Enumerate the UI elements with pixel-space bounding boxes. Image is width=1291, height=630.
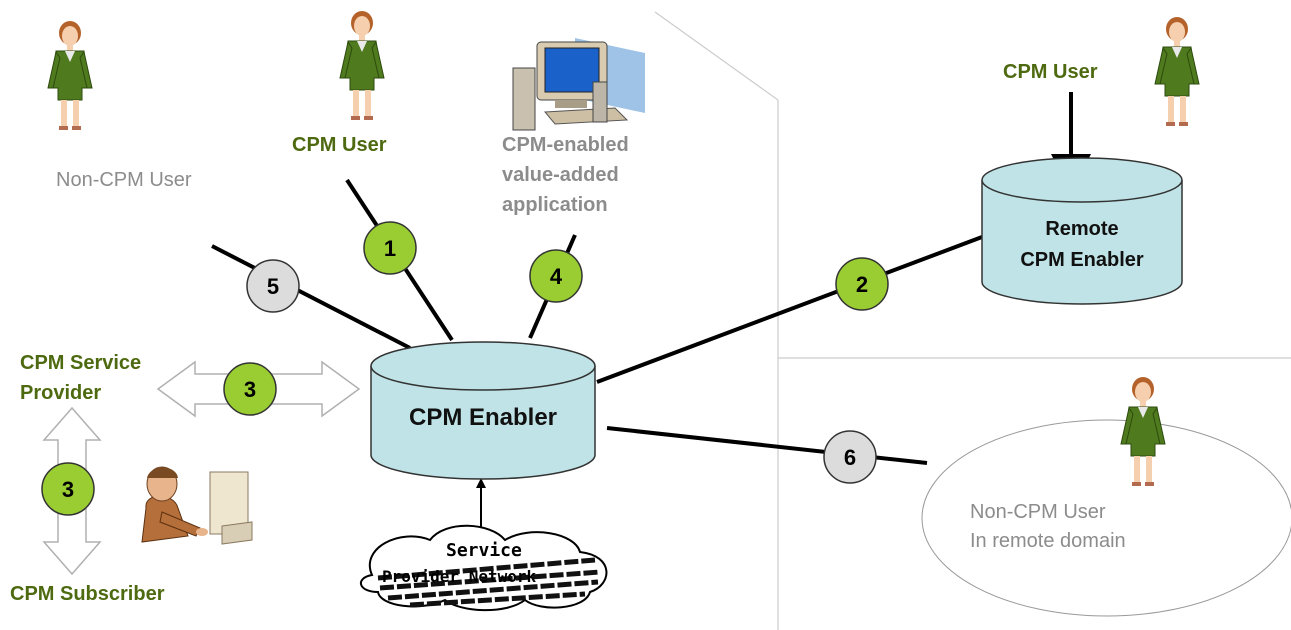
svg-text:2: 2	[856, 272, 868, 297]
link-6	[606, 426, 928, 465]
badge-4: 4	[529, 249, 583, 303]
person-cpm-user-icon	[339, 10, 385, 121]
svg-text:1: 1	[384, 236, 396, 261]
person-non-cpm-user-icon	[47, 20, 93, 131]
label-service-cloud-line1: Service	[446, 540, 522, 561]
service-cloud	[360, 524, 608, 612]
svg-text:3: 3	[62, 477, 74, 502]
svg-text:4: 4	[550, 264, 563, 289]
label-service-cloud-line2: Provider Network	[382, 567, 537, 586]
label-cpm-app-line3: application	[502, 194, 608, 216]
label-cpm-app: CPM-enabled value-added application	[502, 130, 629, 220]
svg-text:3: 3	[244, 377, 256, 402]
badge-5: 5	[246, 259, 300, 313]
link-5	[211, 244, 411, 350]
label-service-provider-line2: Provider	[20, 382, 102, 404]
badge-2: 2	[835, 257, 889, 311]
label-cpm-enabler: CPM Enabler	[408, 404, 558, 431]
person-remote-cpm-user-icon	[1154, 16, 1200, 127]
label-cpm-user-top: CPM User	[292, 134, 387, 156]
label-remote-enabler-line1: Remote	[1045, 218, 1119, 240]
label-cpm-subscriber: CPM Subscriber	[10, 583, 165, 605]
badge-3-left: 3	[223, 362, 277, 416]
label-cpm-app-line2: value-added	[502, 164, 619, 186]
label-cpm-user-remote: CPM User	[1003, 61, 1098, 83]
remote-domain-ellipse	[921, 419, 1291, 617]
computer-icon	[512, 38, 645, 131]
badge-6: 6	[823, 430, 877, 484]
subscriber-icon	[141, 466, 253, 545]
domain-boundary-diagonal	[654, 11, 779, 630]
svg-text:5: 5	[267, 274, 279, 299]
label-non-cpm-remote-line2: In remote domain	[970, 530, 1126, 552]
svg-text:6: 6	[844, 445, 856, 470]
label-non-cpm-user: Non-CPM User	[56, 169, 192, 191]
label-service-provider-line1: CPM Service	[20, 352, 142, 374]
label-remote-enabler-line2: CPM Enabler	[1020, 249, 1144, 271]
label-non-cpm-remote-line1: Non-CPM User	[970, 501, 1106, 523]
link-2	[596, 235, 983, 384]
cpm-enabler-cylinder	[370, 341, 596, 480]
remote-enabler-cylinder	[981, 157, 1183, 305]
badge-1: 1	[363, 221, 417, 275]
badge-3-bottom: 3	[41, 462, 95, 516]
label-cpm-app-line1: CPM-enabled	[502, 134, 629, 156]
